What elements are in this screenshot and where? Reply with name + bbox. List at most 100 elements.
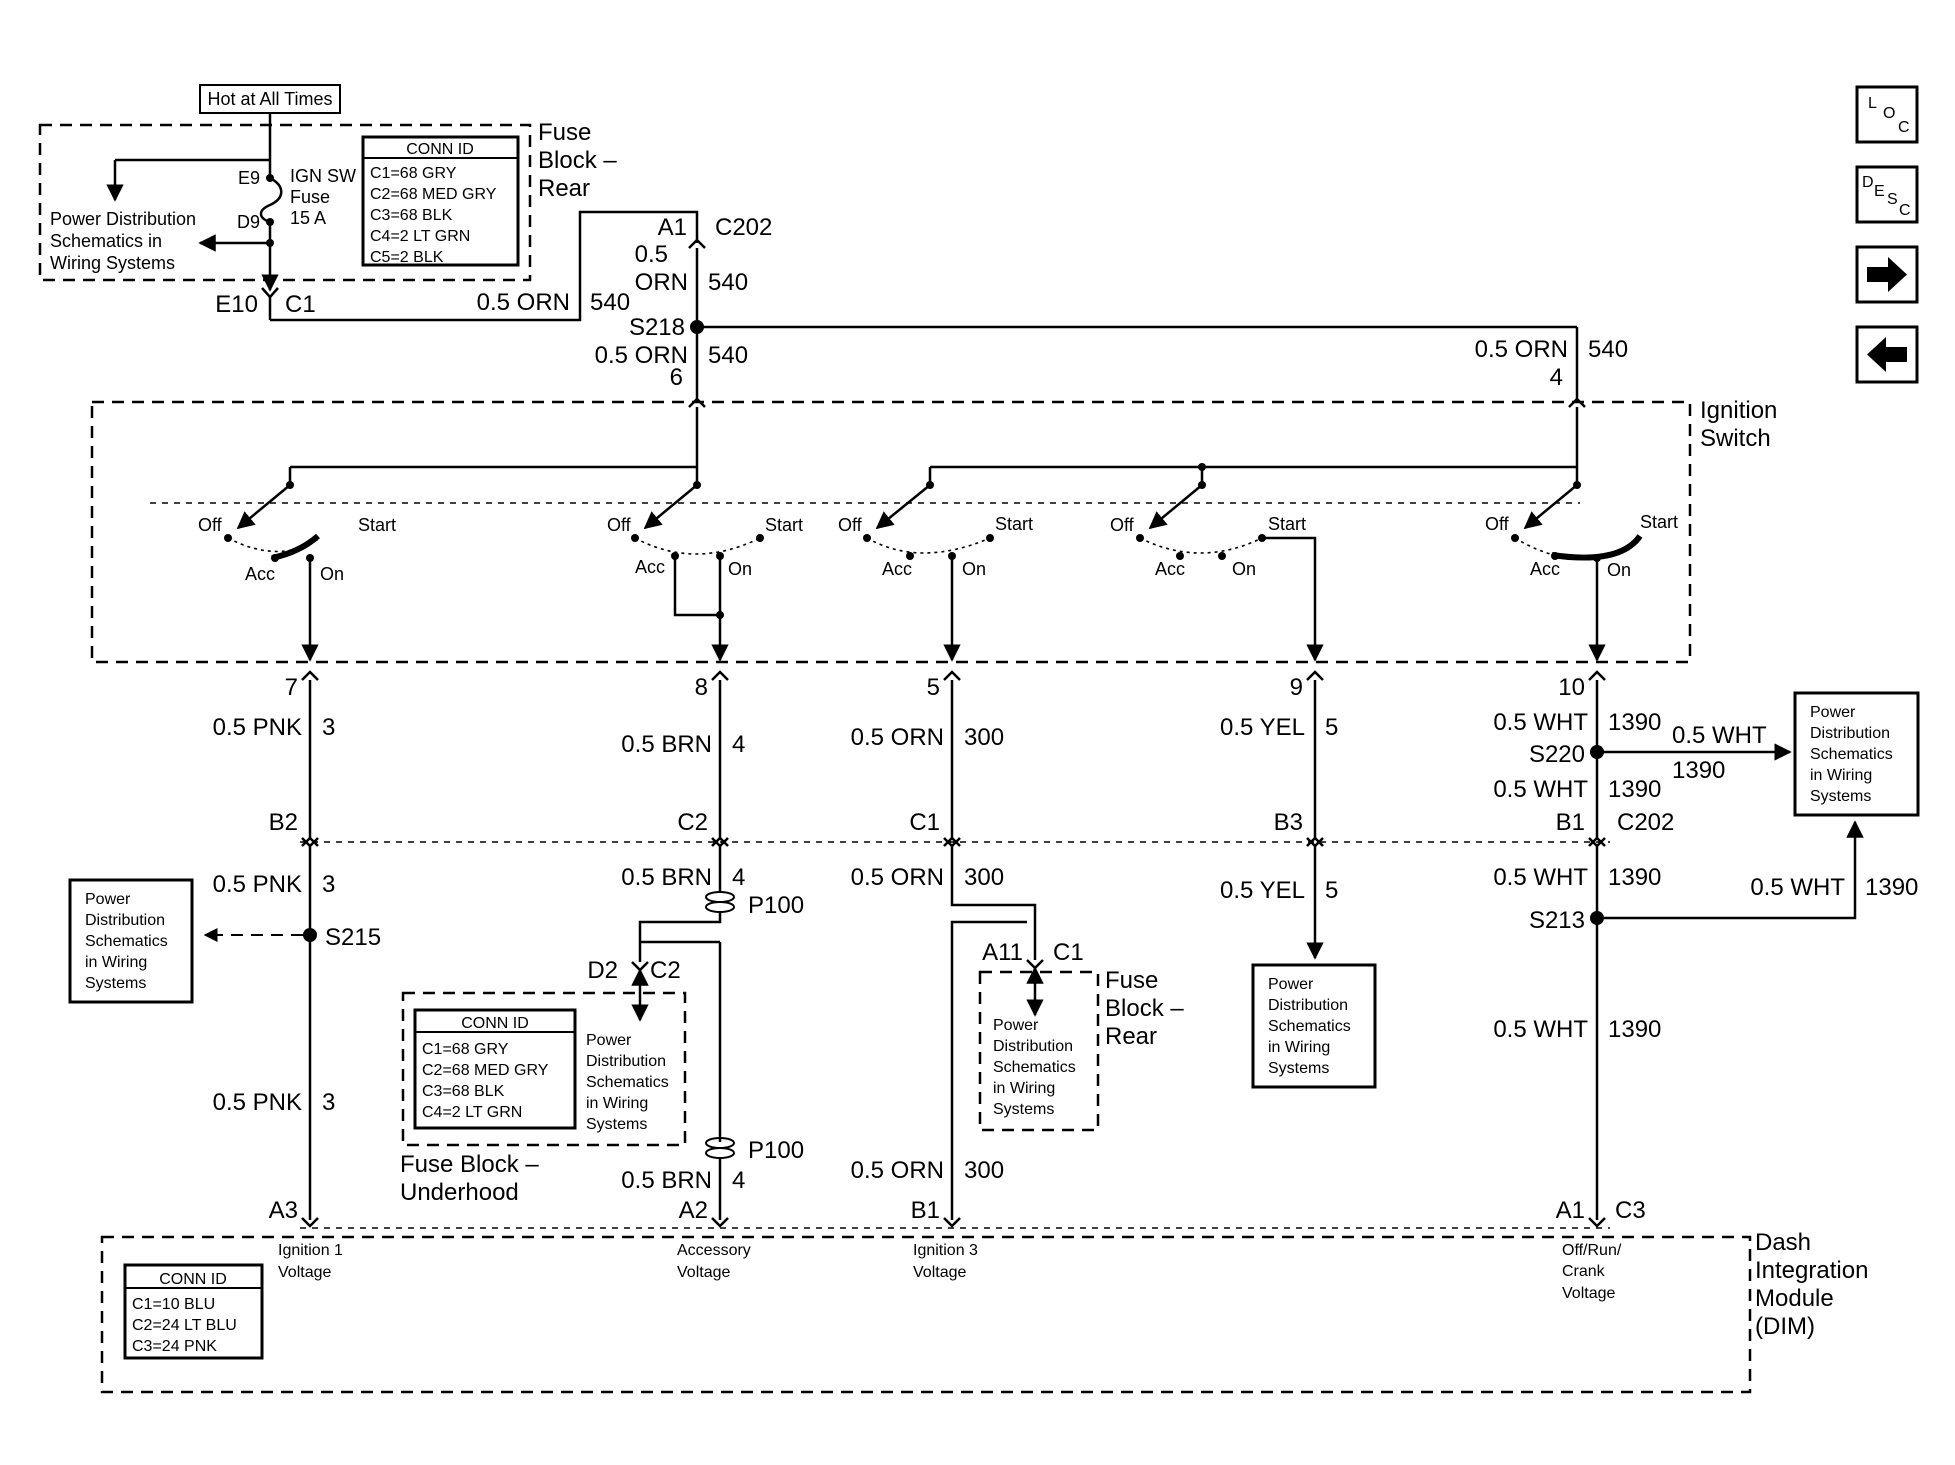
svg-text:5: 5 [1325,714,1338,741]
svg-text:S213: S213 [1529,907,1585,934]
svg-text:Accessory: Accessory [677,1242,751,1259]
arrow-right-icon [1867,257,1907,292]
svg-text:0.5 PNK: 0.5 PNK [213,714,302,741]
svg-text:C2: C2 [650,957,681,984]
svg-text:0.5 ORN: 0.5 ORN [1475,336,1568,363]
svg-text:0.5 BRN: 0.5 BRN [621,864,712,891]
svg-text:C3=24 PNK: C3=24 PNK [132,1338,217,1355]
ignition-switch: Ignition Switch Off Start Acc On Off Sta… [90,397,1777,664]
svg-text:C1=10 BLU: C1=10 BLU [132,1296,215,1313]
svg-text:A3: A3 [269,1197,298,1224]
c202-s218-junction: A1 C202 0.5 ORN 540 S218 0.5 ORN 540 6 0… [595,214,1628,408]
fuse-block-rear-lower-title: Fuse [1105,967,1158,994]
lower-harness: 0.5 PNK 3 S215 0.5 PNK 3 Power Distribut… [68,820,1918,1220]
desc-button[interactable]: D E S C [1855,165,1919,224]
column-pnk: 7 0.5 PNK 3 B2 [213,674,335,840]
pds-ref-yel[interactable]: Power Distribution Schematics in Wiring … [1251,963,1377,1089]
fuse-block-rear-outline [38,123,532,282]
svg-text:Fuse: Fuse [290,187,330,207]
svg-text:Distribution: Distribution [85,912,165,929]
ignition-switch-title: Ignition [1700,397,1777,424]
svg-text:P100: P100 [748,1137,804,1164]
fuse-symbol [259,176,283,224]
svg-text:C2=24 LT BLU: C2=24 LT BLU [132,1317,237,1334]
svg-text:4: 4 [1550,364,1563,391]
svg-text:Systems: Systems [1810,788,1871,805]
prev-arrow-button[interactable] [1855,325,1919,384]
svg-text:C2=68 MED GRY: C2=68 MED GRY [422,1062,549,1079]
svg-text:540: 540 [708,269,748,296]
conn-id-table-underhood [413,1008,577,1130]
svg-text:O: O [1883,105,1895,122]
fuse-block-rear-top: Hot at All Times Fuse Block – Rear E9 D9… [38,84,699,322]
svg-text:E9: E9 [238,168,260,188]
svg-text:0.5 PNK: 0.5 PNK [213,1089,302,1116]
svg-text:(DIM): (DIM) [1755,1313,1815,1340]
svg-text:Voltage: Voltage [913,1264,966,1281]
svg-text:On: On [962,559,986,579]
fuse-block-underhood-title: Fuse Block – [400,1151,539,1178]
svg-text:0.5 BRN: 0.5 BRN [621,1167,712,1194]
svg-text:Rear: Rear [538,175,590,202]
svg-text:Power: Power [1268,976,1314,993]
svg-text:0.5 WHT: 0.5 WHT [1750,874,1845,901]
svg-text:Acc: Acc [882,559,912,579]
svg-text:Distribution: Distribution [1810,725,1890,742]
svg-text:Distribution: Distribution [993,1038,1073,1055]
column-yel: 9 0.5 YEL 5 B3 [1220,674,1338,840]
svg-text:Off: Off [198,515,223,535]
pds-ref-top[interactable]: Power Distribution [50,209,196,229]
svg-text:0.5 ORN: 0.5 ORN [851,1157,944,1184]
svg-text:Block –: Block – [538,147,617,174]
svg-text:Acc: Acc [635,557,665,577]
svg-text:C202: C202 [1617,809,1674,836]
svg-text:C2: C2 [677,809,708,836]
svg-text:Rear: Rear [1105,1023,1157,1050]
svg-text:CONN ID: CONN ID [406,141,474,158]
svg-text:0.5 YEL: 0.5 YEL [1220,877,1305,904]
svg-text:On: On [1232,559,1256,579]
svg-text:300: 300 [964,724,1004,751]
column-brn: 8 0.5 BRN 4 C2 [621,674,745,840]
svg-text:in Wiring: in Wiring [1268,1039,1330,1056]
svg-text:Crank: Crank [1562,1263,1606,1280]
svg-text:Ignition 1: Ignition 1 [278,1242,343,1259]
svg-text:540: 540 [590,289,630,316]
pds-ref-fbr[interactable]: Power [993,1017,1039,1034]
svg-text:B1: B1 [1556,809,1585,836]
svg-text:Acc: Acc [1530,559,1560,579]
ignition-switch-outline [90,400,1692,664]
svg-text:9: 9 [1290,674,1303,701]
svg-text:C: C [1899,202,1911,219]
pds-ref-left[interactable]: Power Distribution Schematics in Wiring … [68,878,194,1004]
svg-text:1390: 1390 [1672,757,1725,784]
svg-text:S220: S220 [1529,741,1585,768]
svg-text:0.5 WHT: 0.5 WHT [1493,776,1588,803]
svg-text:Start: Start [1268,514,1306,534]
switch-section-3: Off Start Acc On [838,481,1033,662]
column-wht: 10 0.5 WHT 1390 S220 0.5 WHT 1390 0.5 WH… [1493,674,1792,840]
svg-text:0.5 WHT: 0.5 WHT [1493,864,1588,891]
svg-text:On: On [1607,560,1631,580]
svg-text:CONN ID: CONN ID [159,1271,227,1288]
column-orn: 5 0.5 ORN 300 C1 [851,674,1004,840]
svg-text:in Wiring: in Wiring [85,954,147,971]
svg-text:Block –: Block – [1105,995,1184,1022]
svg-text:Schematics: Schematics [1810,746,1893,763]
svg-text:A11: A11 [982,939,1023,966]
svg-text:A2: A2 [679,1197,708,1224]
svg-text:5: 5 [1325,877,1338,904]
svg-text:C202: C202 [715,214,772,241]
svg-text:Module: Module [1755,1285,1834,1312]
pds-ref-right-top[interactable]: Power Distribution Schematics in Wiring … [1793,691,1920,817]
svg-text:5: 5 [927,674,940,701]
loc-button[interactable]: L O C [1855,85,1919,144]
next-arrow-button[interactable] [1855,245,1919,304]
switch-section-5: Off Start Acc On [1485,481,1678,662]
svg-text:1390: 1390 [1608,1016,1661,1043]
pds-ref-underhood[interactable]: Power [586,1032,632,1049]
svg-text:1390: 1390 [1608,864,1661,891]
svg-text:Acc: Acc [245,564,275,584]
splice-s215 [303,928,317,942]
